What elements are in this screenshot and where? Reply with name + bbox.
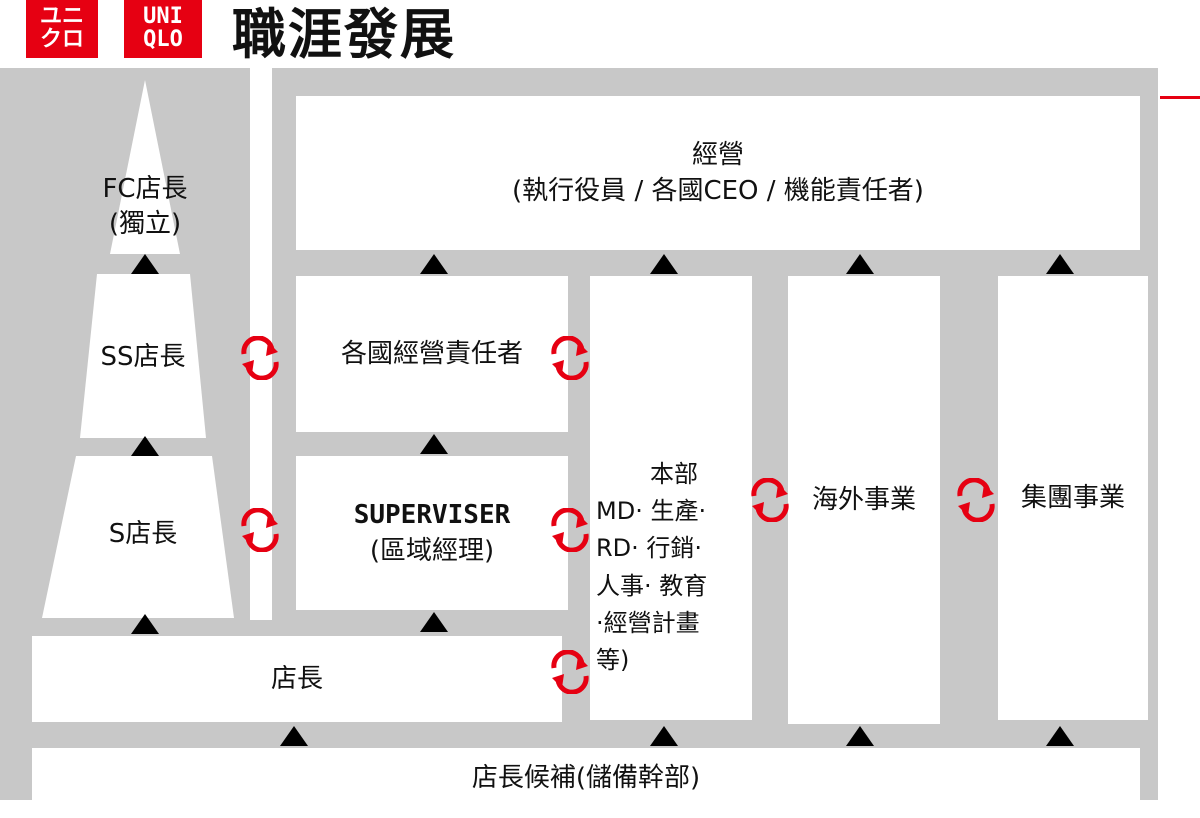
pyramid-tier-middle xyxy=(80,274,206,438)
candidate-label: 店長候補(儲備幹部) xyxy=(471,763,701,793)
hq-line2: RD· 行銷· xyxy=(596,534,703,563)
exchange-cycle-icon xyxy=(548,336,592,380)
arrow-up-icon xyxy=(650,254,678,274)
logo-latin-text: UNIQLO xyxy=(143,3,183,52)
supervisor-subtitle: (區域經理) xyxy=(369,536,495,566)
pyramid-tier-bottom xyxy=(42,456,234,618)
overseas-label: 海外事業 xyxy=(811,484,916,515)
exchange-cycle-icon xyxy=(954,478,998,522)
fc-manager-label: FC店長 (獨立) xyxy=(70,172,220,242)
logo-katakana-text: ユニクロ xyxy=(39,3,84,52)
country-manager-label: 各國經營責任者 xyxy=(340,338,523,369)
store-manager-label: 店長 xyxy=(270,663,323,694)
s-manager-label: S店長 xyxy=(108,519,178,549)
arrow-up-icon xyxy=(420,254,448,274)
hq-line4: ·經營計畫 xyxy=(596,608,700,637)
arrow-up-icon xyxy=(1046,726,1074,746)
exchange-cycle-icon xyxy=(548,508,592,552)
group-label: 集團事業 xyxy=(1020,482,1125,513)
ss-manager-label: SS店長 xyxy=(100,342,186,372)
uniqlo-latin-logo: UNIQLO xyxy=(124,0,202,58)
fc-manager-line2: (獨立) xyxy=(108,209,182,240)
arrow-up-icon xyxy=(846,726,874,746)
arrow-up-icon xyxy=(131,254,159,274)
overseas-box: 海外事業 xyxy=(788,276,940,724)
accent-line xyxy=(1160,96,1200,99)
career-pyramid xyxy=(42,80,234,618)
store-manager-box: 店長 xyxy=(32,636,562,722)
candidate-box: 店長候補(儲備幹部) xyxy=(32,748,1140,818)
exchange-cycle-icon xyxy=(748,478,792,522)
fc-manager-line1: FC店長 xyxy=(102,174,188,204)
arrow-up-icon xyxy=(1046,254,1074,274)
arrow-up-icon xyxy=(420,434,448,454)
arrow-up-icon xyxy=(420,612,448,632)
supervisor-title: SUPERVISER xyxy=(353,499,511,530)
arrow-up-icon xyxy=(280,726,308,746)
exchange-cycle-icon xyxy=(238,336,282,380)
group-box: 集團事業 xyxy=(998,276,1148,720)
management-box: 經營 (執行役員 / 各國CEO / 機能責任者) xyxy=(296,96,1140,250)
pyramid-tier-top xyxy=(110,80,180,254)
hq-title: 本部 xyxy=(650,460,698,488)
uniqlo-katakana-logo: ユニクロ xyxy=(26,0,98,58)
headquarters-box: 本部 MD· 生產· RD· 行銷· 人事· 教育 ·經營計畫 等) xyxy=(590,276,752,720)
arrow-up-icon xyxy=(846,254,874,274)
management-title: 經營 xyxy=(691,139,744,170)
arrow-up-icon xyxy=(650,726,678,746)
hq-line3: 人事· 教育 xyxy=(596,571,708,600)
exchange-cycle-icon xyxy=(238,508,282,552)
management-subtitle: (執行役員 / 各國CEO / 機能責任者) xyxy=(512,176,924,206)
country-manager-box: 各國經營責任者 xyxy=(296,276,568,432)
hq-line1: MD· 生產· xyxy=(596,497,707,526)
arrow-up-icon xyxy=(131,436,159,456)
page-title: 職涯發展 xyxy=(232,3,456,66)
exchange-cycle-icon xyxy=(548,650,592,694)
supervisor-box: SUPERVISER (區域經理) xyxy=(296,456,568,610)
hq-line5: 等) xyxy=(596,645,630,674)
arrow-up-icon xyxy=(131,614,159,634)
